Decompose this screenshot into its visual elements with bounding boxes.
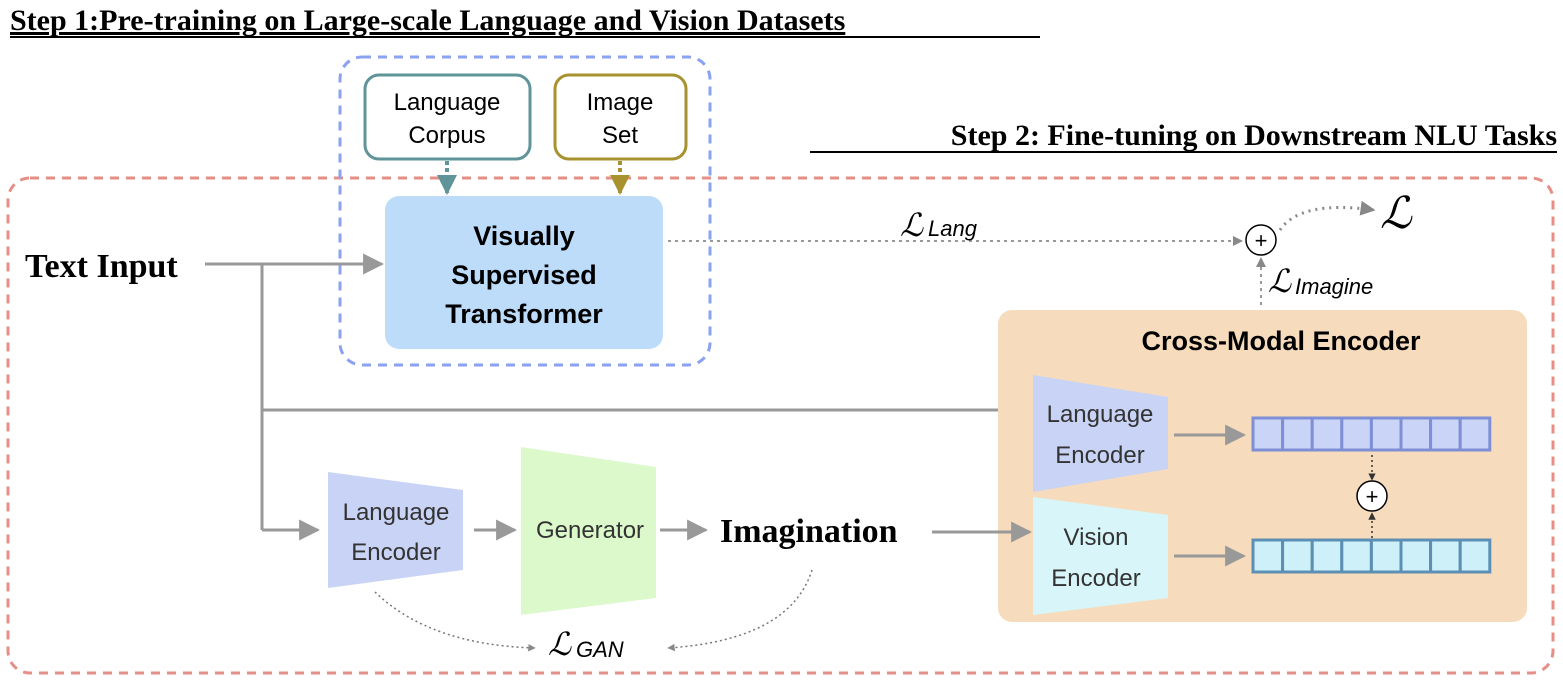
l-imagine-sub: Imagine [1295, 274, 1373, 299]
image-set-box [553, 73, 688, 161]
language-feature-cell [1310, 416, 1344, 452]
vision-feature-cell [1281, 538, 1314, 574]
feature-fusion-plus: + [1366, 484, 1379, 509]
total-loss-label: ℒ [1380, 189, 1413, 238]
loss-symbol: ℒ [900, 207, 924, 243]
language-feature-vector [1251, 416, 1492, 452]
feature-fusion-node [1356, 480, 1388, 512]
vision-feature-cell [1251, 538, 1285, 574]
loss-sum-plus: + [1255, 228, 1268, 253]
vision-feature-vector [1251, 538, 1492, 574]
vision-feature-cell [1340, 538, 1373, 574]
language-corpus-label-1: Language [394, 89, 501, 116]
vst-label-1: Visually [473, 221, 575, 251]
language-feature-cell [1281, 416, 1314, 452]
language-encoder-label-2: Encoder [351, 539, 440, 566]
pretrain-region [338, 55, 712, 367]
l-lang-sub: Lang [928, 216, 978, 241]
cm-vision-encoder-label-1: Vision [1064, 524, 1129, 551]
loss-sum-node [1245, 224, 1277, 256]
vst-box [385, 196, 663, 349]
generator-shape [521, 447, 656, 615]
vision-feature-cell [1399, 538, 1433, 574]
language-feature-cell [1251, 416, 1285, 452]
cross-modal-encoder-title: Cross-Modal Encoder [1141, 326, 1421, 356]
l-imagine-label: ℒ Imagine [1268, 263, 1373, 299]
sum-to-total-loss-arrow [1278, 200, 1376, 231]
language-feature-cell [1429, 416, 1462, 452]
vision-feature-cell [1429, 538, 1462, 574]
l-gan-sub: GAN [576, 637, 624, 662]
language-encoder-label-1: Language [343, 499, 450, 526]
language-corpus-label-2: Corpus [408, 122, 485, 149]
loss-symbol: ℒ [1268, 263, 1292, 299]
image-set-label-2: Set [602, 122, 638, 149]
imagination-to-gan-loss-arrow [667, 569, 813, 652]
text-input-label: Text Input [25, 248, 178, 285]
l-lang-label: ℒ Lang [900, 207, 978, 243]
step2-title: Step 2: Fine-tuning on Downstream NLU Ta… [951, 119, 1557, 152]
language-encoder-shape [328, 472, 463, 588]
cm-language-encoder-shape [1033, 375, 1168, 492]
cm-language-encoder-label-1: Language [1047, 401, 1154, 428]
language-feature-cell [1458, 416, 1492, 452]
cm-vision-encoder-shape [1033, 497, 1168, 615]
vst-label-2: Supervised [451, 260, 597, 290]
vision-feature-cell [1369, 538, 1403, 574]
vision-feature-cell [1310, 538, 1344, 574]
language-corpus-box [363, 73, 532, 161]
vision-feature-cell [1458, 538, 1492, 574]
loss-symbol: ℒ [548, 626, 572, 662]
finetune-region [6, 176, 1555, 675]
language-feature-cell [1340, 416, 1373, 452]
generator-label: Generator [536, 517, 644, 544]
cm-vision-encoder-label-2: Encoder [1051, 565, 1140, 592]
l-gan-label: ℒ GAN [548, 626, 624, 662]
image-set-label-1: Image [587, 89, 654, 116]
step1-title: Step 1:Pre-training on Large-scale Langu… [10, 4, 845, 37]
language-feature-cell [1399, 416, 1433, 452]
imagination-label: Imagination [720, 513, 898, 550]
vst-label-3: Transformer [445, 299, 603, 329]
lang-encoder-to-gan-loss-arrow [374, 591, 536, 652]
cm-language-encoder-label-2: Encoder [1055, 442, 1144, 469]
language-feature-cell [1369, 416, 1403, 452]
